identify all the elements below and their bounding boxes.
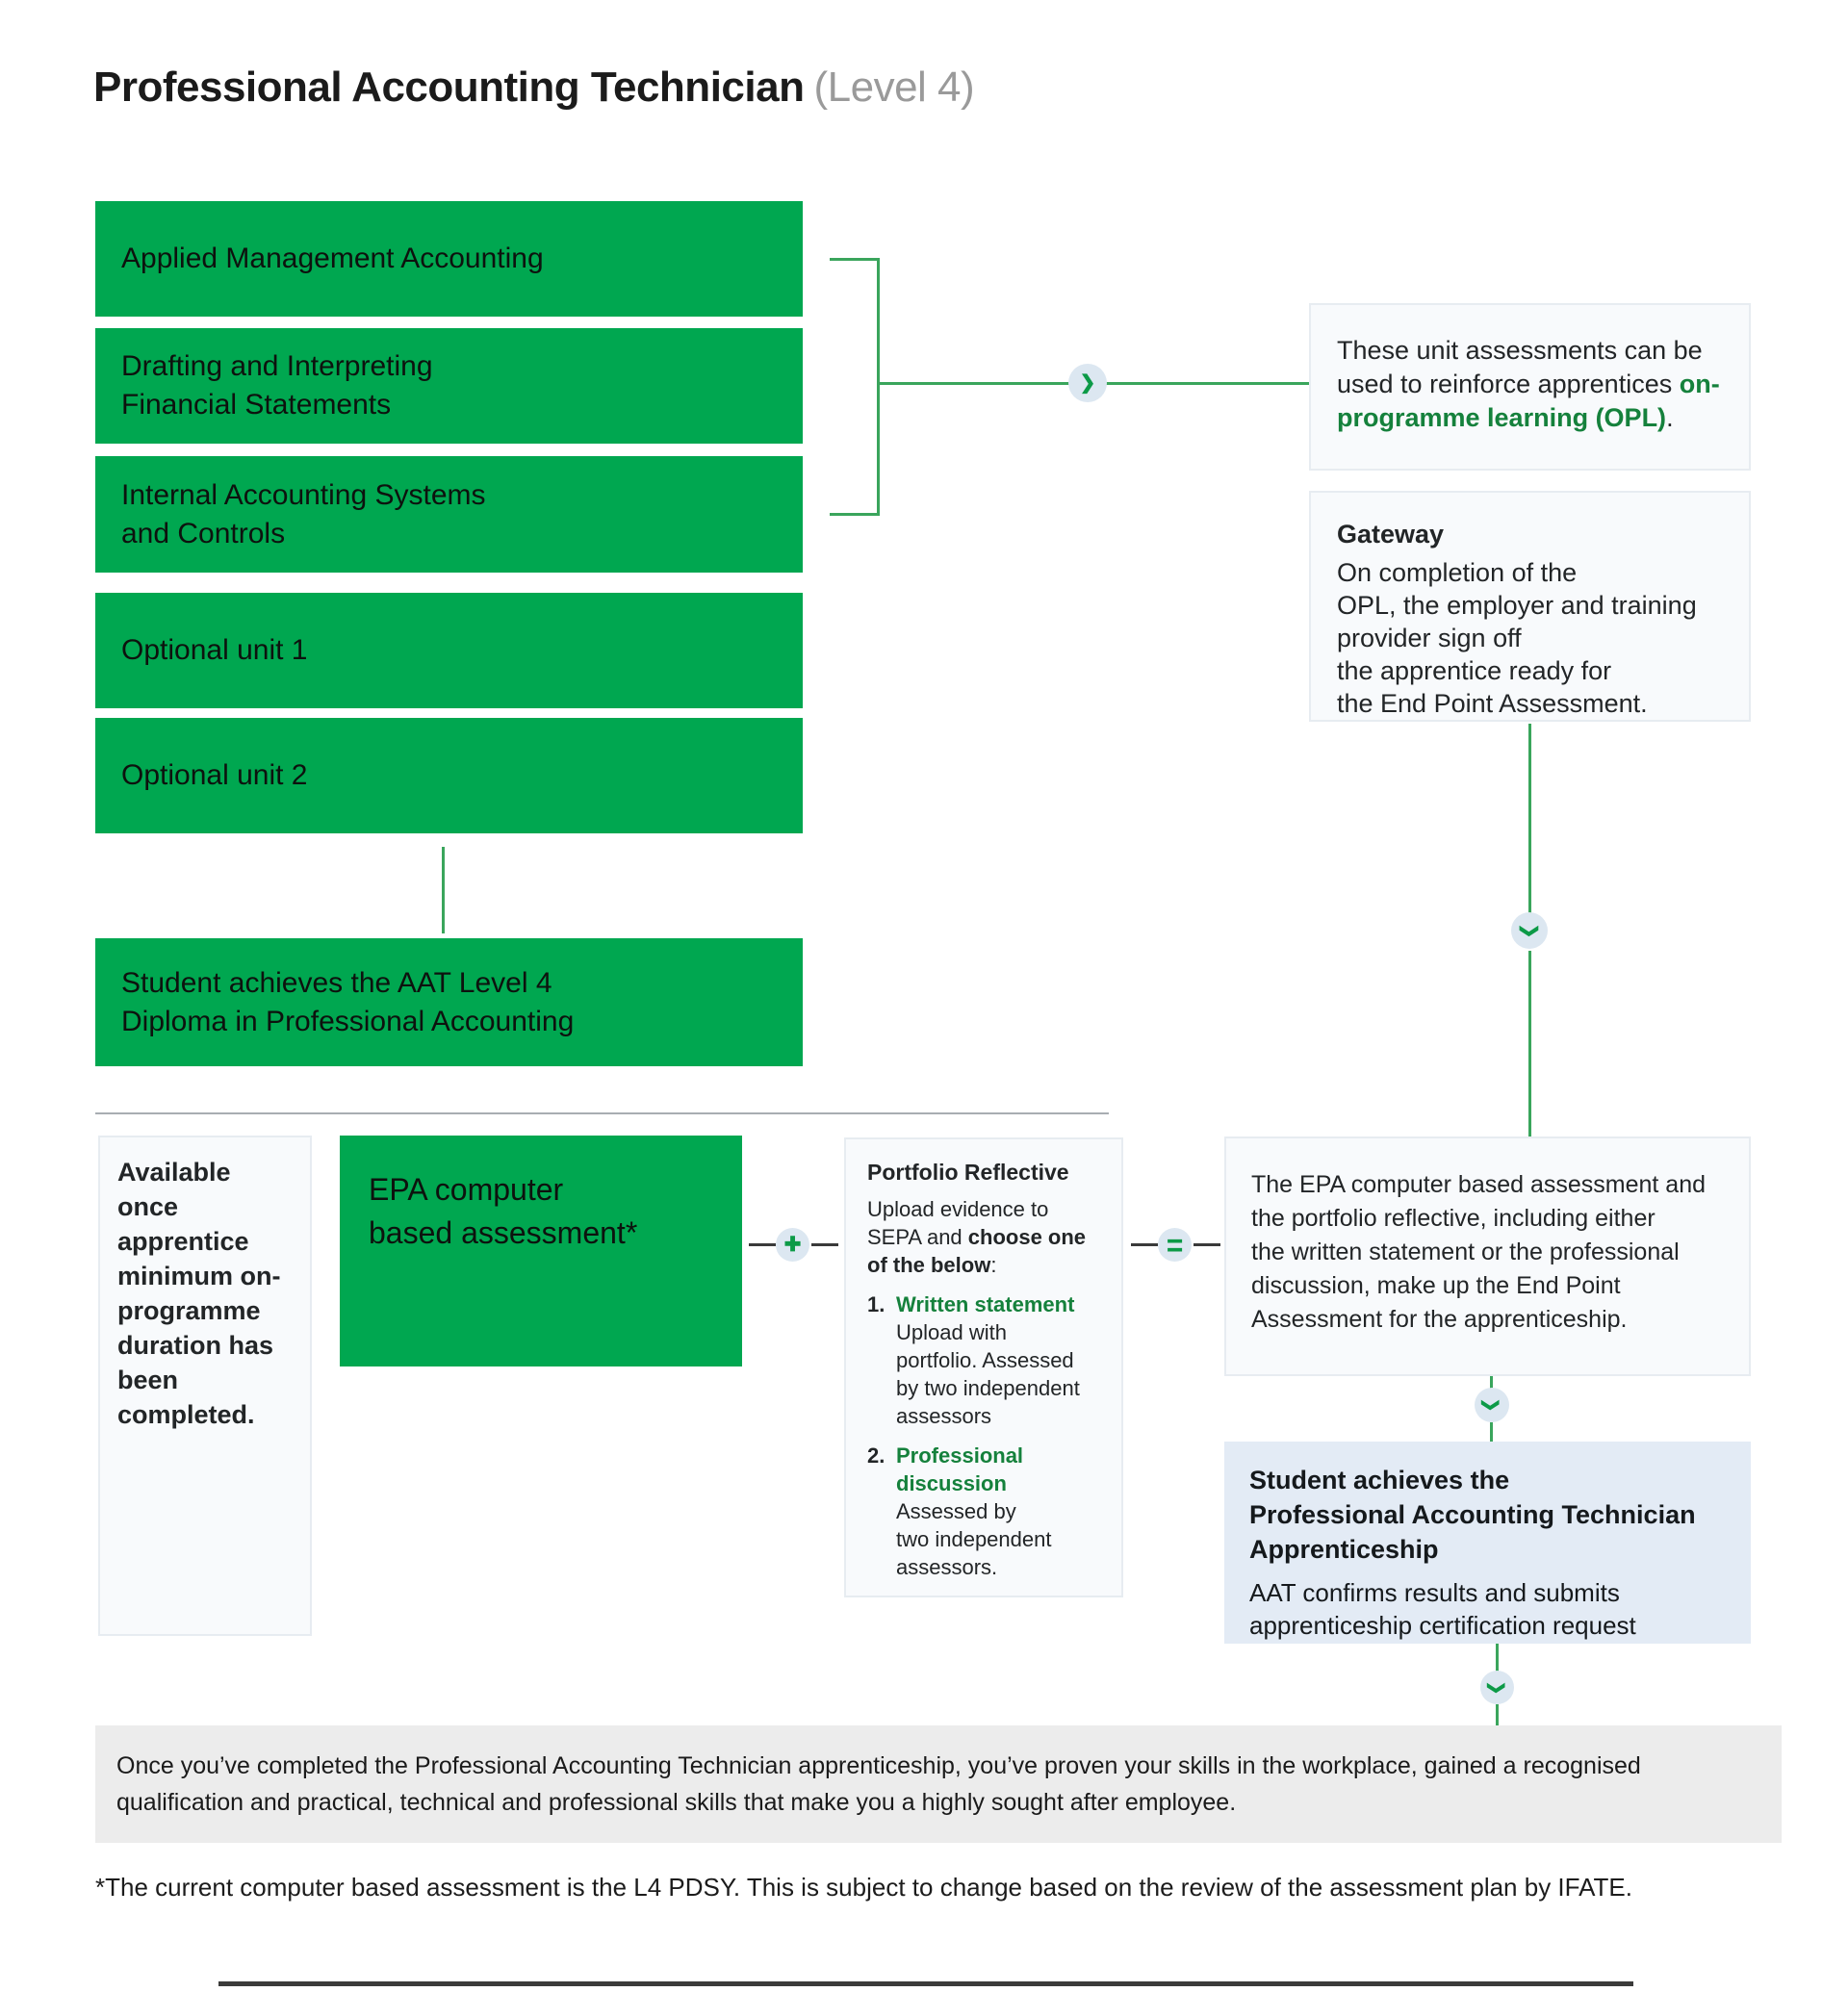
bracket-vertical xyxy=(877,258,880,516)
unit-box-aat-diploma-achievement: Student achieves the AAT Level 4 Diploma… xyxy=(95,938,803,1066)
chevron-down-glyph-3: ❯ xyxy=(1487,1679,1507,1696)
gateway-panel: Gateway On completion of the OPL, the em… xyxy=(1309,491,1751,722)
gateway-heading: Gateway xyxy=(1337,520,1445,549)
equals-icon: = xyxy=(1158,1228,1192,1262)
chevron-down-glyph-2: ❯ xyxy=(1482,1397,1502,1413)
achievement-heading: Student achieves the Professional Accoun… xyxy=(1249,1466,1696,1564)
opl-note-period: . xyxy=(1666,403,1674,432)
plus-dash-right xyxy=(811,1243,838,1246)
portfolio-option-2-title: Professional discussion xyxy=(896,1443,1024,1495)
unit-box-applied-management-accounting: Applied Management Accounting xyxy=(95,201,803,317)
unit-box-drafting-financial-statements: Drafting and Interpreting Financial Stat… xyxy=(95,328,803,444)
plus-glyph: ✚ xyxy=(783,1234,802,1256)
bracket-top-stub xyxy=(830,258,879,261)
plus-icon: ✚ xyxy=(776,1228,809,1262)
opl-link-text: on-programme learning (OPL) xyxy=(1337,370,1720,432)
portfolio-intro-bold: choose one of the below xyxy=(867,1225,1087,1277)
chevron-down-icon-3: ❯ xyxy=(1480,1671,1514,1704)
epa-section-divider xyxy=(95,1112,1109,1114)
outcome-text: Once you’ve completed the Professional A… xyxy=(116,1752,1641,1816)
portfolio-panel: Portfolio Reflective Upload evidence to … xyxy=(844,1137,1123,1597)
connector-summary-down-2 xyxy=(1490,1422,1493,1442)
opl-note-text: These unit assessments can be used to re… xyxy=(1337,336,1703,398)
connector-gateway-down-2 xyxy=(1528,951,1531,1136)
outcome-banner: Once you’ve completed the Professional A… xyxy=(95,1725,1782,1843)
page-title-level: (Level 4) xyxy=(813,64,975,111)
connector-units-to-diploma xyxy=(442,847,445,933)
equals-dash-right xyxy=(1194,1243,1220,1246)
chevron-right-glyph: ❯ xyxy=(1079,372,1096,394)
achievement-panel: Student achieves the Professional Accoun… xyxy=(1224,1442,1751,1644)
connector-gateway-down-1 xyxy=(1528,724,1531,914)
portfolio-option-2-number: 2. xyxy=(867,1443,886,1468)
portfolio-option-1-number: 1. xyxy=(867,1292,886,1316)
portfolio-intro-colon: : xyxy=(990,1253,997,1277)
chevron-right-icon: ❯ xyxy=(1068,364,1107,402)
portfolio-intro: Upload evidence to SEPA and choose one o… xyxy=(867,1195,1106,1279)
portfolio-option-1: 1. Written statement Upload with portfol… xyxy=(867,1290,1106,1430)
plus-dash-left xyxy=(749,1243,776,1246)
chevron-down-icon: ❯ xyxy=(1511,912,1548,949)
opl-note-panel: These unit assessments can be used to re… xyxy=(1309,303,1751,471)
portfolio-option-2-body: Assessed by two independent assessors. xyxy=(896,1499,1052,1579)
portfolio-intro-text: Upload evidence to SEPA and xyxy=(867,1197,1049,1249)
portfolio-heading: Portfolio Reflective xyxy=(867,1160,1069,1185)
chevron-down-icon-2: ❯ xyxy=(1475,1388,1509,1422)
page-title: Professional Accounting Technician(Level… xyxy=(93,64,975,112)
connector-summary-down-1 xyxy=(1490,1376,1493,1390)
equals-dash-left xyxy=(1131,1243,1158,1246)
portfolio-option-2: 2. Professional discussion Assessed by t… xyxy=(867,1442,1106,1581)
epa-summary-panel: The EPA computer based assessment and th… xyxy=(1224,1136,1751,1376)
footnote: *The current computer based assessment i… xyxy=(95,1873,1632,1902)
page-title-main: Professional Accounting Technician xyxy=(93,64,805,111)
portfolio-option-1-body: Upload with portfolio. Assessed by two i… xyxy=(896,1320,1080,1428)
footer-rule xyxy=(218,1981,1633,1986)
connector-achievement-down-2 xyxy=(1496,1704,1499,1725)
chevron-down-glyph: ❯ xyxy=(1519,923,1540,938)
portfolio-option-1-title: Written statement xyxy=(896,1292,1075,1316)
epa-cba-box: EPA computer based assessment* xyxy=(340,1136,742,1366)
availability-note-panel: Available once apprentice minimum on- pr… xyxy=(98,1136,312,1636)
unit-box-optional-unit-1: Optional unit 1 xyxy=(95,593,803,708)
unit-box-optional-unit-2: Optional unit 2 xyxy=(95,718,803,833)
connector-achievement-down-1 xyxy=(1496,1644,1499,1673)
unit-box-internal-accounting-systems: Internal Accounting Systems and Controls xyxy=(95,456,803,573)
gateway-body: On completion of the OPL, the employer a… xyxy=(1337,558,1697,718)
bracket-bottom-stub xyxy=(830,513,879,516)
equals-glyph: = xyxy=(1166,1226,1184,1264)
achievement-body: AAT confirms results and submits apprent… xyxy=(1249,1578,1636,1640)
